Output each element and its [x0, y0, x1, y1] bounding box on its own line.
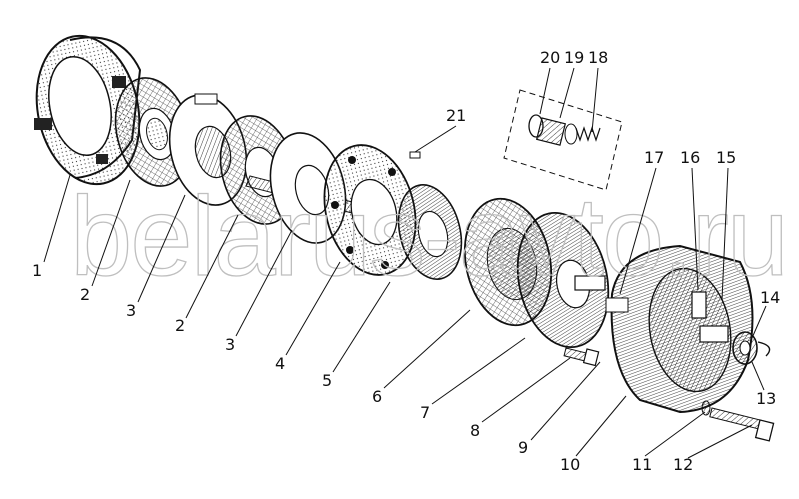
callout-2: 2 — [80, 285, 90, 304]
callout-10: 10 — [560, 455, 580, 474]
callout-7: 7 — [420, 403, 430, 422]
callout-19: 19 — [564, 48, 584, 67]
callout-2-second: 2 — [175, 316, 185, 335]
watermark-text: belarus-avto.ru — [70, 174, 787, 299]
callout-3: 3 — [126, 301, 136, 320]
part-4-pressure-plate — [323, 144, 417, 276]
part-21-key — [409, 151, 421, 159]
callout-1: 1 — [32, 261, 42, 280]
callout-3-second: 3 — [225, 335, 235, 354]
leader-lines — [43, 67, 767, 459]
callout-15: 15 — [716, 148, 736, 167]
callout-18: 18 — [588, 48, 608, 67]
callout-8: 8 — [470, 421, 480, 440]
callout-16: 16 — [680, 148, 700, 167]
callout-6: 6 — [372, 387, 382, 406]
callout-20: 20 — [540, 48, 560, 67]
callout-labels: 1 2 3 2 3 4 5 6 7 8 9 10 11 12 13 14 15 … — [32, 48, 780, 474]
part-8-small-bolt — [563, 347, 600, 367]
part-7-ribbed-plate — [516, 211, 610, 349]
part-1-housing — [34, 34, 142, 186]
part-5-conical-ring — [397, 184, 463, 280]
callout-12: 12 — [673, 455, 693, 474]
callout-13: 13 — [756, 389, 776, 408]
callout-17: 17 — [644, 148, 664, 167]
part-13-14-end-nut — [732, 331, 771, 365]
callout-9: 9 — [518, 438, 528, 457]
callout-4: 4 — [275, 354, 285, 373]
callout-11: 11 — [632, 455, 652, 474]
callout-21: 21 — [446, 106, 466, 125]
parts-18-20-assembly — [503, 89, 623, 191]
callout-14: 14 — [760, 288, 780, 307]
part-10-main-housing — [605, 244, 754, 414]
part-11-12-long-bolt — [701, 400, 775, 442]
callout-5: 5 — [322, 371, 332, 390]
